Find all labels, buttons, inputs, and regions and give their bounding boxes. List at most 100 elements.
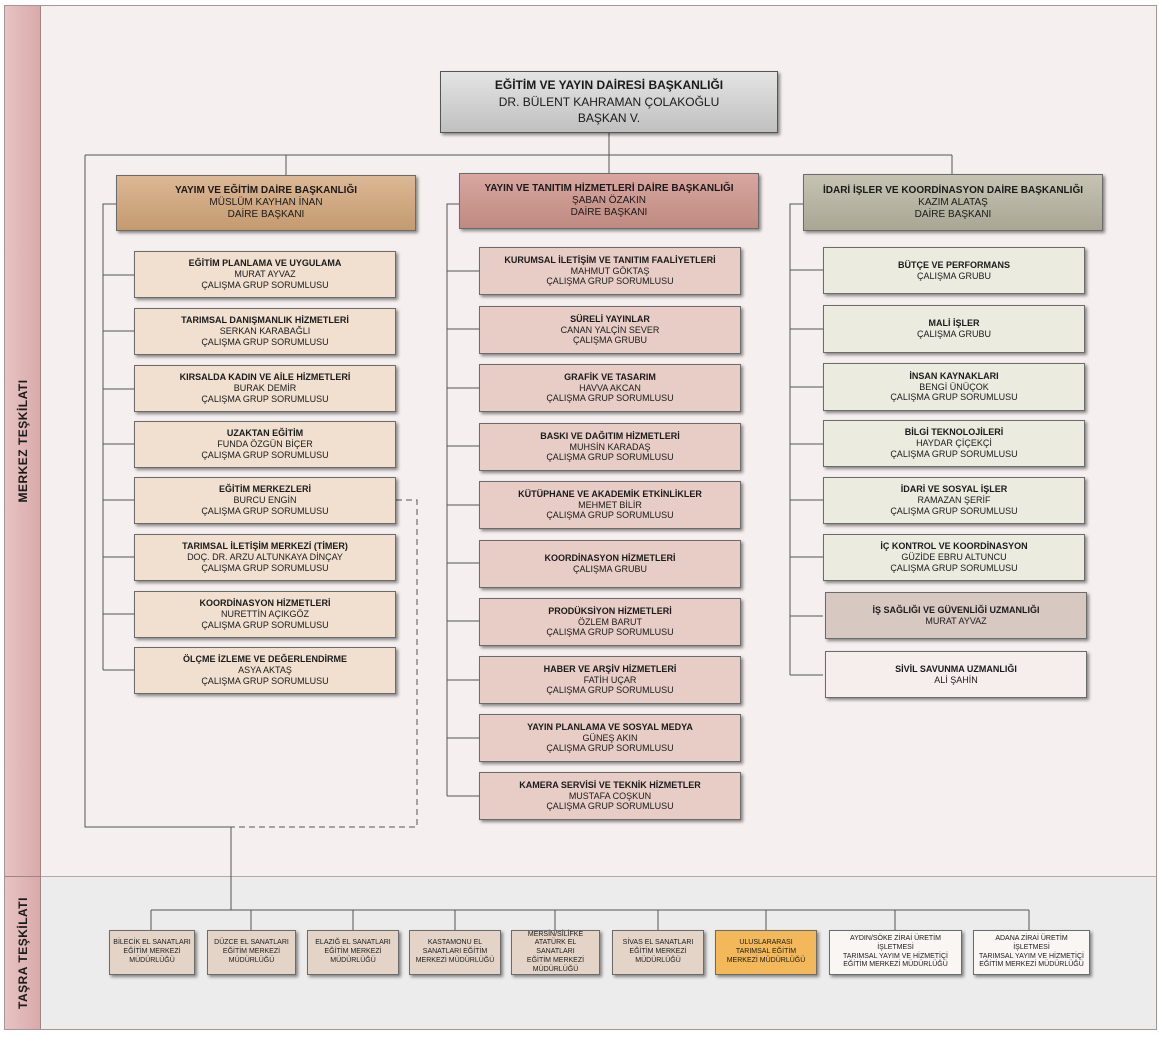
tasra-line: EĞİTİM MERKEZİ <box>526 956 585 964</box>
unit-role: ÇALIŞMA GRUP SORUMLUSU <box>201 562 329 573</box>
unit-box[interactable]: SİVİL SAVUNMA UZMANLIĞI ALİ ŞAHİN <box>825 651 1087 698</box>
dept-head-yayin[interactable]: YAYIN VE TANITIM HİZMETLERİ DAİRE BAŞKAN… <box>459 173 759 229</box>
unit-title: MALİ İŞLER <box>928 318 980 329</box>
tasra-box-highlight[interactable]: ULUSLARARASI TARIMSAL EĞİTİM MERKEZİ MÜD… <box>715 930 817 975</box>
unit-title: EĞİTİM MERKEZLERİ <box>219 484 311 495</box>
unit-box[interactable]: YAYIN PLANLAMA VE SOSYAL MEDYA GÜNEŞ AKI… <box>479 714 741 762</box>
dept-name: ŞABAN ÖZAKIN <box>572 195 646 206</box>
unit-role: ÇALIŞMA GRUP SORUMLUSU <box>201 675 329 686</box>
tasra-line: KASTAMONU EL <box>427 939 483 947</box>
top-title: EĞİTİM VE YAYIN DAİRESİ BAŞKANLIĞI <box>494 77 724 92</box>
unit-box[interactable]: GRAFİK VE TASARIM HAVVA AKCAN ÇALIŞMA GR… <box>479 364 741 412</box>
unit-name: HAVVA AKCAN <box>579 382 641 393</box>
unit-box[interactable]: KÜTÜPHANE VE AKADEMİK ETKİNLİKLER MEHMET… <box>479 481 741 529</box>
unit-name: BENGİ ÜNÜÇOK <box>919 381 989 392</box>
tasra-box[interactable]: KASTAMONU EL SANATLARI EĞİTİM MERKEZİ MÜ… <box>409 930 501 975</box>
unit-name: MURAT AYVAZ <box>925 615 987 626</box>
unit-role: ÇALIŞMA GRUP SORUMLUSU <box>546 743 674 754</box>
tasra-box[interactable]: ADANA ZİRAİ ÜRETİM İŞLETMESİ TARIMSAL YA… <box>973 930 1090 975</box>
unit-role: ÇALIŞMA GRUP SORUMLUSU <box>890 562 1018 573</box>
unit-box[interactable]: TARIMSAL İLETİŞİM MERKEZİ (TİMER) DOÇ. D… <box>134 534 396 581</box>
tasra-box[interactable]: DÜZCE EL SANATLARI EĞİTİM MERKEZİ MÜDÜRL… <box>207 930 296 975</box>
unit-box[interactable]: KOORDİNASYON HİZMETLERİ NURETTİN AÇIKGÖZ… <box>134 591 396 638</box>
unit-box[interactable]: UZAKTAN EĞİTİM FUNDA ÖZGÜN BİÇER ÇALIŞMA… <box>134 421 396 468</box>
unit-title: KOORDİNASYON HİZMETLERİ <box>544 553 676 564</box>
unit-box[interactable]: KURUMSAL İLETİŞİM VE TANITIM FAALİYETLER… <box>479 247 741 295</box>
unit-name: BURAK DEMİR <box>233 383 297 394</box>
unit-box[interactable]: PRODÜKSİYON HİZMETLERİ ÖZLEM BARUT ÇALIŞ… <box>479 598 741 646</box>
tasra-line: ULUSLARARASI <box>739 939 793 947</box>
unit-title: ÖLÇME İZLEME VE DEĞERLENDİRME <box>182 654 347 665</box>
dept-title: İDARİ İŞLER VE KOORDİNASYON DAİRE BAŞKAN… <box>822 184 1084 196</box>
tasra-line: MÜDÜRLÜĞÜ <box>532 965 579 973</box>
unit-role: ÇALIŞMA GRUP SORUMLUSU <box>546 276 674 287</box>
unit-box[interactable]: İNSAN KAYNAKLARI BENGİ ÜNÜÇOK ÇALIŞMA GR… <box>823 363 1085 411</box>
unit-box[interactable]: BASKI VE DAĞITIM HİZMETLERİ MUHSİN KARAD… <box>479 423 741 471</box>
tasra-line: EĞİTİM MERKEZİ <box>222 948 281 956</box>
unit-role: ÇALIŞMA GRUP SORUMLUSU <box>201 336 329 347</box>
tasra-line: TARIMSAL EĞİTİM <box>735 948 797 956</box>
tasra-line: SANATLARI EĞİTİM <box>422 948 488 956</box>
unit-box[interactable]: MALİ İŞLER ÇALIŞMA GRUBU <box>823 305 1085 353</box>
unit-title: SİVİL SAVUNMA UZMANLIĞI <box>895 663 1017 674</box>
unit-box[interactable]: SÜRELİ YAYINLAR CANAN YALÇİN SEVER ÇALIŞ… <box>479 306 741 354</box>
tasra-line: AYDIN/SÖKE ZİRAİ ÜRETİM İŞLETMESİ <box>850 935 941 951</box>
tasra-box[interactable]: ELAZIĞ EL SANATLARI EĞİTİM MERKEZİ MÜDÜR… <box>307 930 399 975</box>
unit-box[interactable]: KOORDİNASYON HİZMETLERİ ÇALIŞMA GRUBU <box>479 540 741 588</box>
dept-head-idari[interactable]: İDARİ İŞLER VE KOORDİNASYON DAİRE BAŞKAN… <box>803 174 1103 231</box>
unit-box[interactable]: İÇ KONTROL VE KOORDİNASYON GÜZİDE EBRU A… <box>823 534 1085 581</box>
unit-name: GÜZİDE EBRU ALTUNCU <box>901 552 1007 563</box>
dept-role: DAİRE BAŞKANI <box>914 208 992 220</box>
unit-name: GÜNEŞ AKIN <box>582 732 638 743</box>
tasra-line: DÜZCE EL SANATLARI <box>214 939 289 947</box>
tasra-line: ATATÜRK EL SANATLARI <box>534 939 577 956</box>
unit-title: BÜTÇE VE PERFORMANS <box>897 259 1010 270</box>
dept-role: DAİRE BAŞKANI <box>570 207 648 218</box>
tasra-line: ELAZIĞ EL SANATLARI <box>315 939 391 947</box>
unit-box[interactable]: TARIMSAL DANIŞMANLIK HİZMETLERİ SERKAN K… <box>134 308 396 355</box>
tasra-line: MÜDÜRLÜĞÜ <box>330 956 376 964</box>
tasra-box[interactable]: SİVAS EL SANATLARI EĞİTİM MERKEZİ MÜDÜRL… <box>612 930 704 975</box>
unit-box[interactable]: İŞ SAĞLIĞI VE GÜVENLİĞİ UZMANLIĞI MURAT … <box>825 592 1087 639</box>
unit-name: FATİH UÇAR <box>583 674 637 685</box>
unit-box[interactable]: KAMERA SERVİSİ VE TEKNİK HİZMETLER MUSTA… <box>479 772 741 820</box>
unit-name: MEHMET BİLİR <box>578 499 642 510</box>
unit-name: MUSTAFA COŞKUN <box>568 790 652 801</box>
unit-title: GRAFİK VE TASARIM <box>564 371 656 382</box>
top-director-box[interactable]: EĞİTİM VE YAYIN DAİRESİ BAŞKANLIĞI DR. B… <box>440 71 778 133</box>
unit-box[interactable]: EĞİTİM MERKEZLERİ BURCU ENGİN ÇALIŞMA GR… <box>134 477 396 524</box>
tasra-line: EĞİTİM MERKEZİ MÜDÜRLÜĞÜ <box>979 961 1084 969</box>
unit-role: ÇALIŞMA GRUP SORUMLUSU <box>546 685 674 696</box>
unit-box[interactable]: EĞİTİM PLANLAMA VE UYGULAMA MURAT AYVAZ … <box>134 251 396 298</box>
tasra-line: BİLECİK EL SANATLARI <box>113 939 191 947</box>
unit-title: KURUMSAL İLETİŞİM VE TANITIM FAALİYETLER… <box>504 254 716 265</box>
unit-title: İNSAN KAYNAKLARI <box>909 370 999 381</box>
unit-title: TARIMSAL İLETİŞİM MERKEZİ (TİMER) <box>182 541 348 552</box>
dept-title: YAYIN VE TANITIM HİZMETLERİ DAİRE BAŞKAN… <box>484 183 734 194</box>
dept-title: YAYIM VE EĞİTİM DAİRE BAŞKANLIĞI <box>174 185 358 196</box>
unit-role: ÇALIŞMA GRUP SORUMLUSU <box>201 619 329 630</box>
tasra-box[interactable]: BİLECİK EL SANATLARI EĞİTİM MERKEZİ MÜDÜ… <box>109 930 195 975</box>
unit-title: BİLGİ TEKNOLOJİLERİ <box>904 427 1004 438</box>
unit-title: İÇ KONTROL VE KOORDİNASYON <box>880 541 1028 552</box>
unit-box[interactable]: HABER VE ARŞİV HİZMETLERİ FATİH UÇAR ÇAL… <box>479 656 741 704</box>
tasra-box[interactable]: AYDIN/SÖKE ZİRAİ ÜRETİM İŞLETMESİ TARIMS… <box>829 930 962 975</box>
merkez-side-label: MERKEZ TEŞKİLATI <box>5 6 41 876</box>
unit-box[interactable]: BİLGİ TEKNOLOJİLERİ HAYDAR ÇİÇEKÇİ ÇALIŞ… <box>823 420 1085 467</box>
unit-title: İŞ SAĞLIĞI VE GÜVENLİĞİ UZMANLIĞI <box>872 604 1040 615</box>
dept-head-yayim[interactable]: YAYIM VE EĞİTİM DAİRE BAŞKANLIĞI MÜSLÜM … <box>116 175 416 231</box>
unit-box[interactable]: KIRSALDA KADIN VE AİLE HİZMETLERİ BURAK … <box>134 365 396 412</box>
tasra-line: MÜDÜRLÜĞÜ <box>228 956 275 964</box>
unit-box[interactable]: İDARİ VE SOSYAL İŞLER RAMAZAN ŞERİF ÇALI… <box>823 477 1085 524</box>
unit-name: ASYA AKTAŞ <box>238 665 292 676</box>
tasra-box[interactable]: MERSİN/SİLİFKE ATATÜRK EL SANATLARI EĞİT… <box>511 930 600 975</box>
tasra-line: MERKEZİ MÜDÜRLÜĞÜ <box>726 956 806 964</box>
tasra-line: MERSİN/SİLİFKE <box>527 930 584 938</box>
unit-role: ÇALIŞMA GRUP SORUMLUSU <box>890 505 1018 516</box>
unit-title: EĞİTİM PLANLAMA VE UYGULAMA <box>188 258 342 269</box>
tasra-line: TARIMSAL YAYIM VE HİZMETİÇİ <box>842 952 948 960</box>
tasra-line: TARIMSAL YAYIM VE HİZMETİÇİ <box>978 952 1084 960</box>
unit-box[interactable]: BÜTÇE VE PERFORMANS ÇALIŞMA GRUBU <box>823 247 1085 294</box>
unit-box[interactable]: ÖLÇME İZLEME VE DEĞERLENDİRME ASYA AKTAŞ… <box>134 647 396 694</box>
